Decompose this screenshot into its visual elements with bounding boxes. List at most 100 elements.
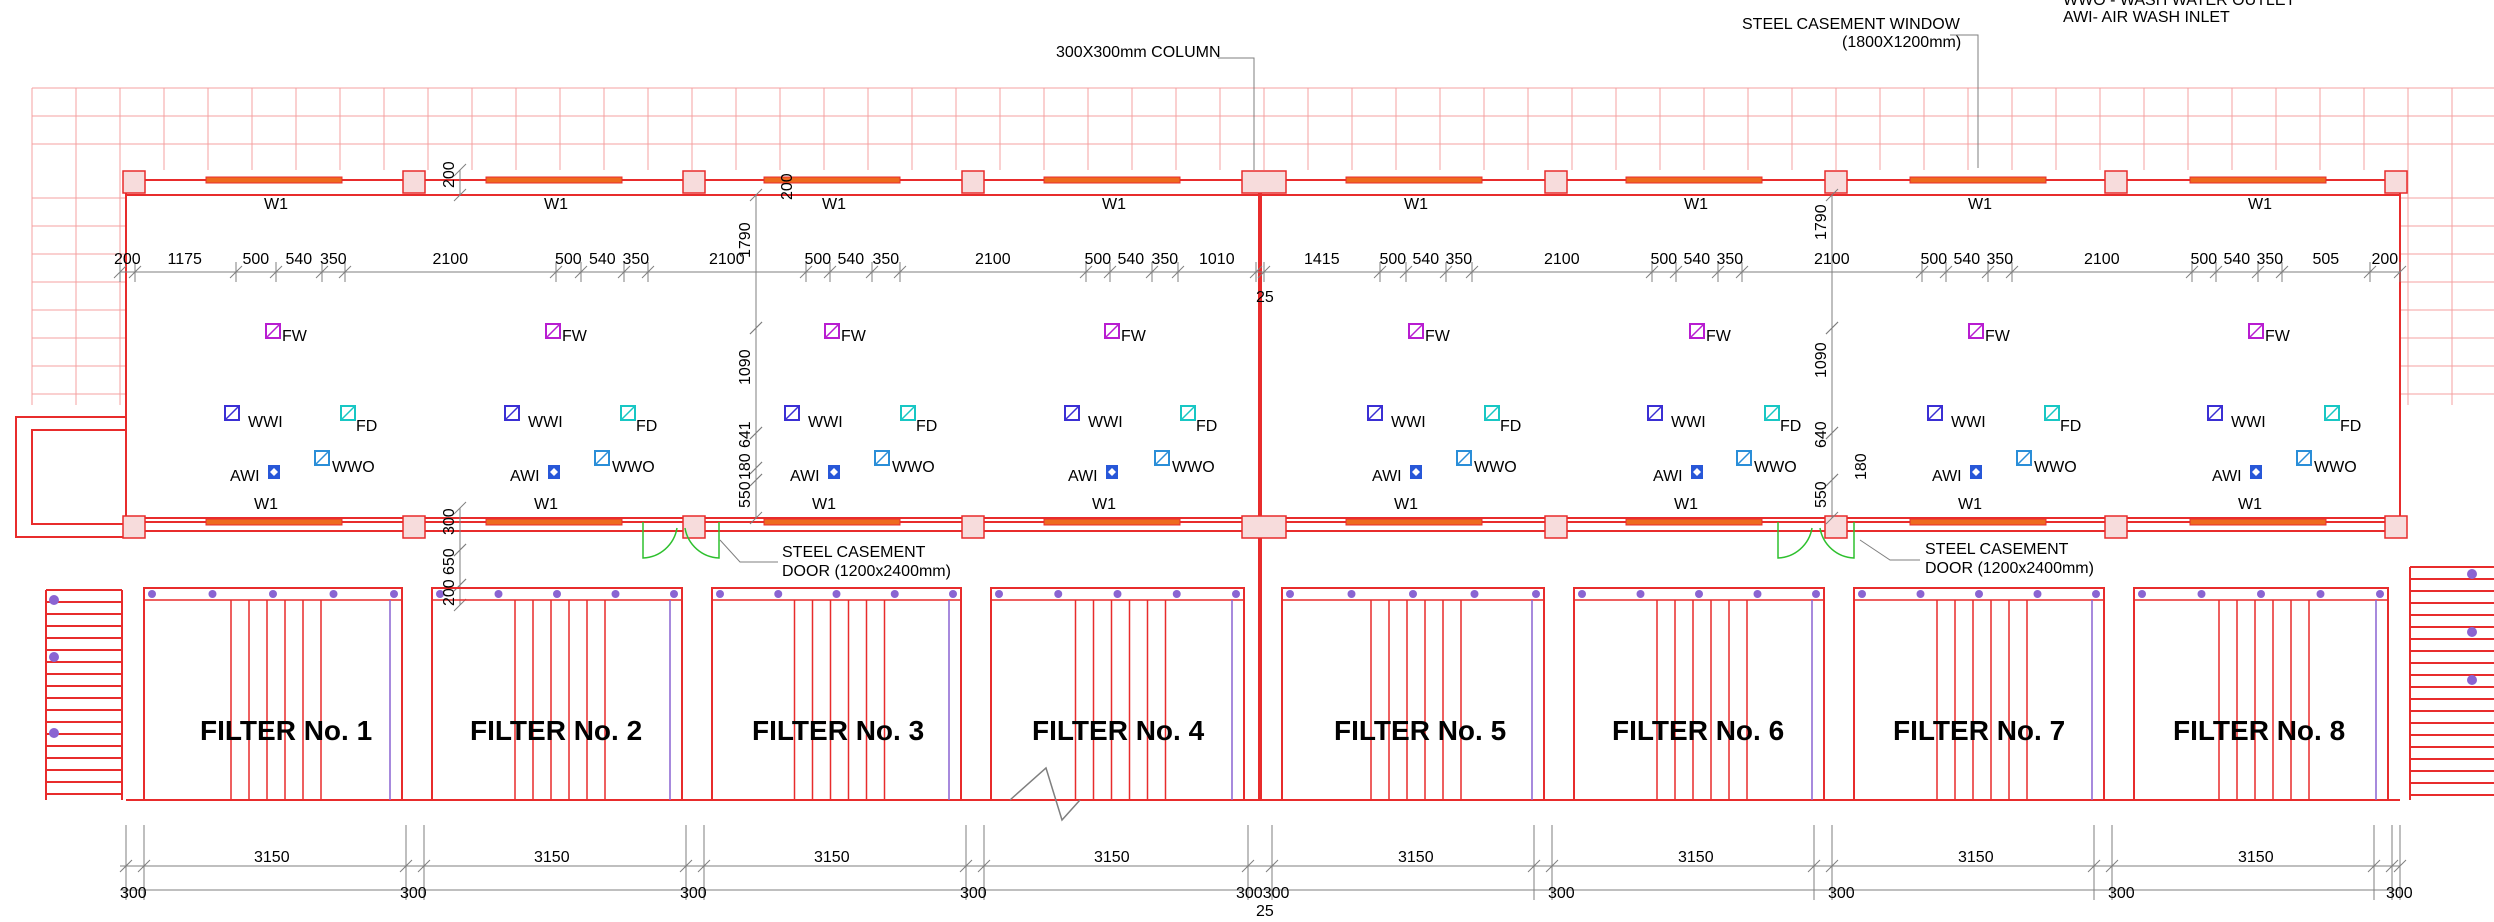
dim-tick bbox=[749, 511, 763, 525]
fd-fixture-stroke bbox=[2044, 405, 2060, 421]
window-tag-top: W1 bbox=[1684, 196, 1708, 213]
fw-label: FW bbox=[1425, 328, 1451, 345]
pipe-dot bbox=[2316, 590, 2325, 598]
fixtures bbox=[224, 323, 2340, 479]
fw-fixture bbox=[545, 323, 561, 339]
pipe-dot bbox=[1232, 590, 1240, 598]
spacer bbox=[144, 602, 402, 612]
wwi-fixture bbox=[224, 405, 240, 421]
dim-value-top: 350 bbox=[1446, 251, 1473, 268]
dim-tick bbox=[1825, 473, 1839, 487]
filter-bed bbox=[431, 587, 683, 801]
fd-fixture-stroke bbox=[1484, 405, 1500, 421]
column-width-label: 300 bbox=[400, 885, 427, 902]
filter-bed bbox=[2133, 587, 2389, 801]
dim-tick bbox=[2367, 859, 2381, 873]
window bbox=[1043, 176, 1181, 184]
window bbox=[763, 176, 901, 184]
wwo-fixture-stroke bbox=[314, 450, 330, 466]
pipe-dot bbox=[670, 590, 678, 598]
dim-tick bbox=[959, 859, 973, 873]
dim-value-vertical: 300 bbox=[441, 508, 458, 535]
column bbox=[1241, 515, 1287, 539]
pipe-dot bbox=[49, 728, 59, 738]
dim-value-top: 350 bbox=[2257, 251, 2284, 268]
window bbox=[1909, 518, 2047, 526]
filter-label: FILTER No. 8 bbox=[2173, 715, 2345, 746]
dim-value-top: 2100 bbox=[1544, 251, 1580, 268]
fd-label: FD bbox=[2060, 418, 2081, 435]
fw-fixture-stroke bbox=[824, 323, 840, 339]
pipe-dot bbox=[1532, 590, 1540, 598]
bay-width-label: 3150 bbox=[1094, 849, 1130, 866]
wwi-fixture bbox=[1367, 405, 1383, 421]
column-width-label: 300 bbox=[120, 885, 147, 902]
door-leaf bbox=[1777, 522, 1813, 559]
window-tag-top: W1 bbox=[1404, 196, 1428, 213]
pipe-dot bbox=[148, 590, 156, 598]
dim-value-top: 1010 bbox=[1199, 251, 1235, 268]
fd-label: FD bbox=[1780, 418, 1801, 435]
fd-fixture-stroke bbox=[620, 405, 636, 421]
dim-value-top: 2100 bbox=[1814, 251, 1850, 268]
dim-value-top: 540 bbox=[1413, 251, 1440, 268]
columns bbox=[122, 170, 2408, 539]
window bbox=[2189, 176, 2327, 184]
dim-tick bbox=[977, 859, 991, 873]
door-callout-right-line-1: STEEL CASEMENT bbox=[1925, 541, 2069, 558]
dim-value-center: 25 bbox=[1256, 289, 1274, 306]
column bbox=[402, 515, 426, 539]
dim-value-top: 540 bbox=[1684, 251, 1711, 268]
spacer bbox=[712, 602, 961, 612]
wwi-fixture-stroke bbox=[1064, 405, 1080, 421]
dim-tick bbox=[1265, 859, 1279, 873]
dim-value-top: 2100 bbox=[2084, 251, 2120, 268]
window-leader bbox=[1950, 34, 1979, 168]
fd-fixture bbox=[2044, 405, 2060, 421]
fw-fixture bbox=[1408, 323, 1424, 339]
dim-tick bbox=[749, 473, 763, 487]
filter-label: FILTER No. 4 bbox=[1032, 715, 1205, 746]
pipe-dot bbox=[1172, 590, 1181, 598]
dim-tick bbox=[2087, 859, 2101, 873]
window bbox=[763, 518, 901, 526]
dim-value-vertical: 200 bbox=[441, 161, 458, 188]
wwi-fixture bbox=[2207, 405, 2223, 421]
window bbox=[205, 176, 343, 184]
dim-tick bbox=[1825, 511, 1839, 525]
wwi-label: WWI bbox=[2231, 414, 2266, 431]
pipe-dot bbox=[1113, 590, 1122, 598]
fw-fixture bbox=[265, 323, 281, 339]
dim-tick bbox=[453, 188, 467, 202]
wwi-fixture-stroke bbox=[1647, 405, 1663, 421]
window-tag-bottom: W1 bbox=[1394, 496, 1418, 513]
bay-width-label: 3150 bbox=[2238, 849, 2274, 866]
column bbox=[682, 515, 706, 539]
column-callout: 300X300mm COLUMN bbox=[1056, 44, 1221, 61]
awi-fixture-mark bbox=[1693, 468, 1701, 476]
wwo-fixture bbox=[314, 450, 330, 466]
wwo-fixture-stroke bbox=[2016, 450, 2032, 466]
pipe-dot bbox=[1695, 590, 1703, 598]
window-callout-line-1: STEEL CASEMENT WINDOW bbox=[1742, 16, 1961, 33]
dim-value-vertical: 200 bbox=[441, 579, 458, 606]
awi-fixture-mark bbox=[550, 468, 558, 476]
wwi-fixture bbox=[784, 405, 800, 421]
spacer bbox=[1574, 602, 1824, 612]
window bbox=[1625, 518, 1763, 526]
dim-value-top: 350 bbox=[320, 251, 347, 268]
wwo-label: WWO bbox=[1474, 459, 1517, 476]
awi-label: AWI bbox=[1653, 468, 1683, 485]
window-tag-top: W1 bbox=[264, 196, 288, 213]
window-tag-bottom: W1 bbox=[534, 496, 558, 513]
column-width-label: 300 bbox=[2108, 885, 2135, 902]
break-line bbox=[1009, 766, 1081, 822]
pipe-dot bbox=[269, 590, 277, 598]
pipe-dot bbox=[2257, 590, 2265, 598]
wwi-fixture-stroke bbox=[1367, 405, 1383, 421]
fw-fixture bbox=[1968, 323, 1984, 339]
fd-fixture bbox=[2324, 405, 2340, 421]
wwi-label: WWI bbox=[1951, 414, 1986, 431]
dim-value-top: 500 bbox=[555, 251, 582, 268]
